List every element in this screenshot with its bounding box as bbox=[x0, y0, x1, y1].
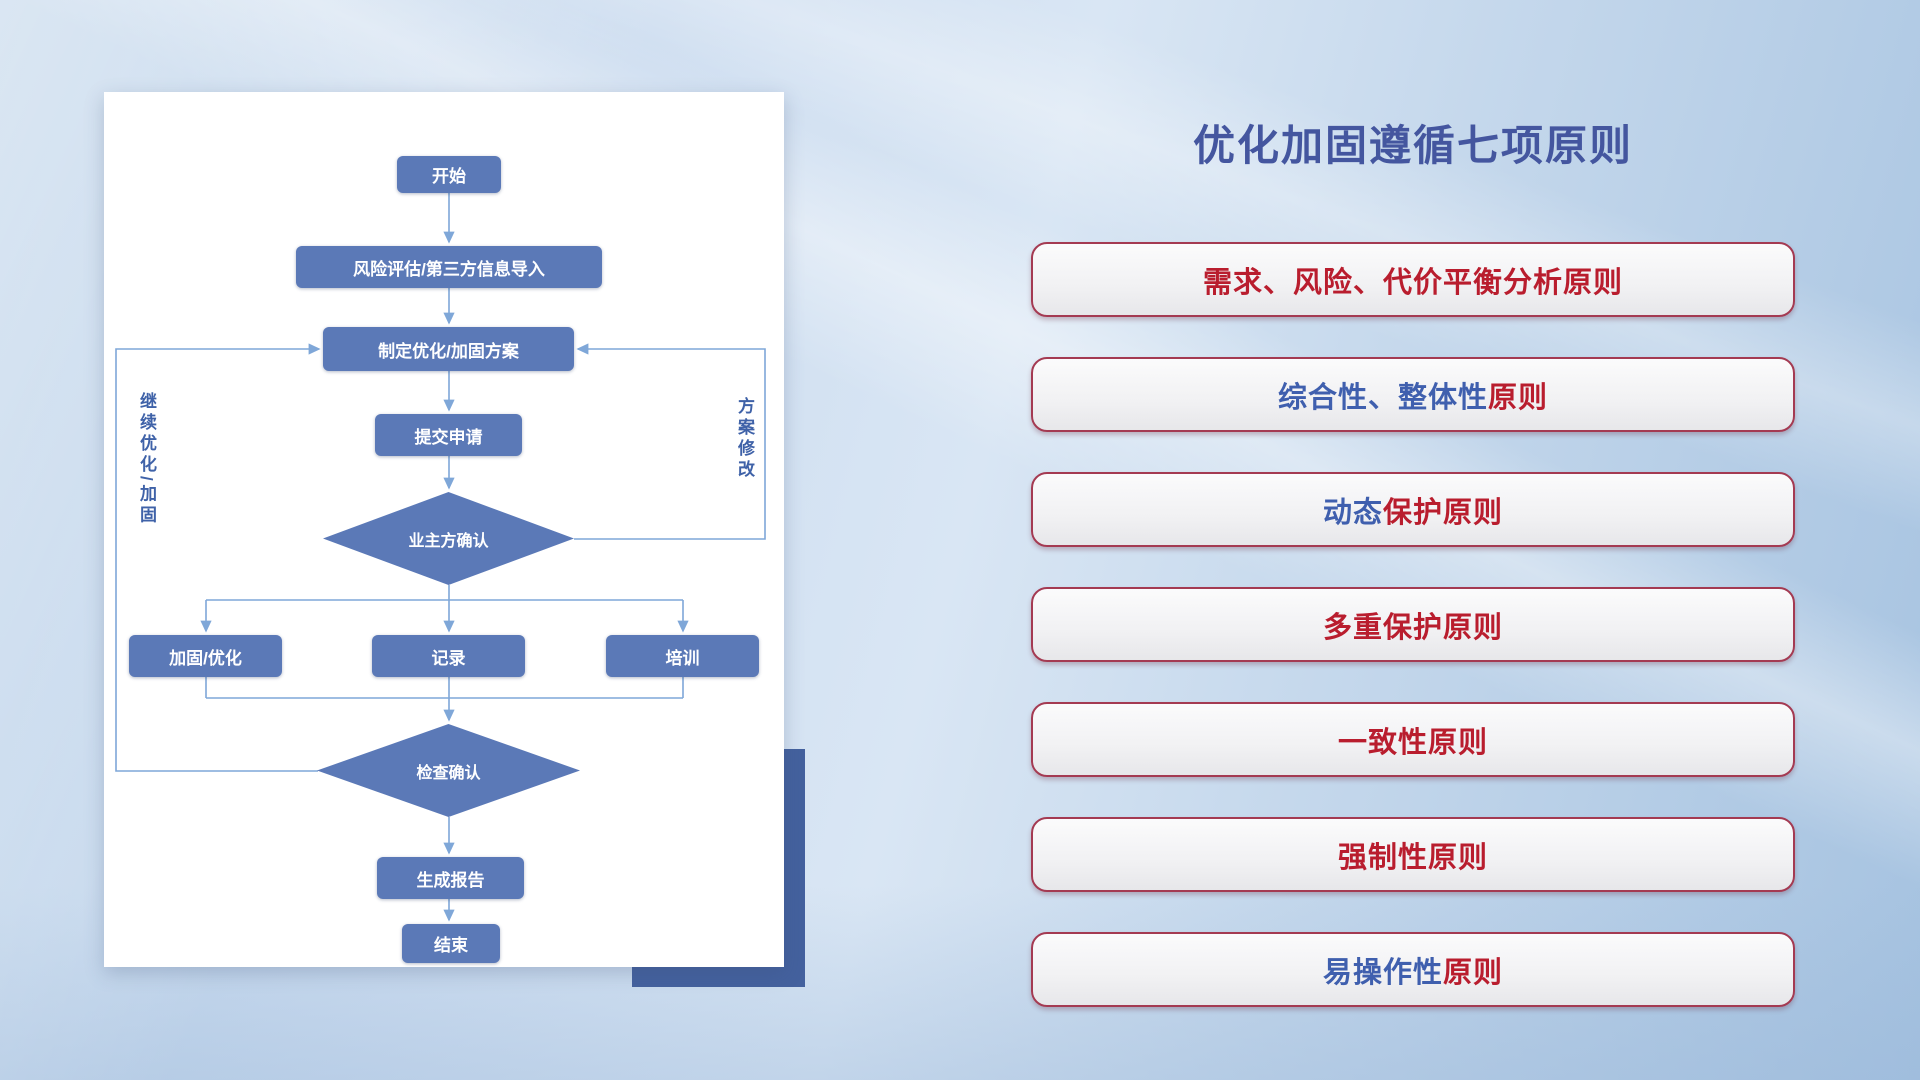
flow-node-train: 培训 bbox=[606, 635, 759, 677]
flow-node-report: 生成报告 bbox=[377, 857, 524, 899]
principle-6-red-text: 强制性原则 bbox=[1337, 841, 1488, 874]
flowchart-card: 开始 风险评估/第三方信息导入 制定优化/加固方案 提交申请 业主方确认 加固/… bbox=[104, 92, 784, 967]
flow-connectors bbox=[115, 193, 766, 922]
flow-node-risk-import: 风险评估/第三方信息导入 bbox=[296, 246, 602, 288]
principle-box-6: 强制性原则 bbox=[1031, 817, 1795, 892]
flow-label-plan-revise: 方案修改 bbox=[735, 397, 754, 481]
principle-5-red-text: 一致性原则 bbox=[1337, 726, 1488, 759]
principle-box-1: 需求、风险、代价平衡分析原则 bbox=[1031, 242, 1795, 317]
flow-node-make-plan: 制定优化/加固方案 bbox=[323, 327, 574, 371]
principle-1-red-text: 需求、风险、代价平衡分析原则 bbox=[1202, 266, 1623, 299]
page-title: 优化加固遵循七项原则 bbox=[1192, 122, 1633, 169]
principle-3-blue-text: 动态 bbox=[1322, 496, 1383, 529]
principle-box-2: 综合性、整体性原则 bbox=[1031, 357, 1795, 432]
principle-2-red-text: 原则 bbox=[1488, 381, 1549, 414]
principle-7-blue-text: 易操作性 bbox=[1322, 956, 1443, 989]
principle-box-5: 一致性原则 bbox=[1031, 702, 1795, 777]
principle-4-red-text: 多重保护原则 bbox=[1322, 611, 1503, 644]
principles-list: 需求、风险、代价平衡分析原则 综合性、整体性原则 动态保护原则 多重保护原则 一… bbox=[1031, 242, 1795, 1007]
principle-box-4: 多重保护原则 bbox=[1031, 587, 1795, 662]
principle-7-red-text: 原则 bbox=[1443, 956, 1504, 989]
flow-node-end: 结束 bbox=[402, 924, 500, 963]
flow-node-submit: 提交申请 bbox=[375, 414, 522, 456]
flow-node-harden: 加固/优化 bbox=[129, 635, 282, 677]
principle-3-red-text: 保护原则 bbox=[1383, 496, 1504, 529]
principle-box-7: 易操作性原则 bbox=[1031, 932, 1795, 1007]
flow-node-record: 记录 bbox=[372, 635, 525, 677]
flow-node-start: 开始 bbox=[397, 156, 501, 193]
flow-label-continue-loop: 继续优化/加固 bbox=[137, 392, 156, 527]
principle-2-blue-text: 综合性、整体性 bbox=[1277, 381, 1488, 414]
principle-box-3: 动态保护原则 bbox=[1031, 472, 1795, 547]
